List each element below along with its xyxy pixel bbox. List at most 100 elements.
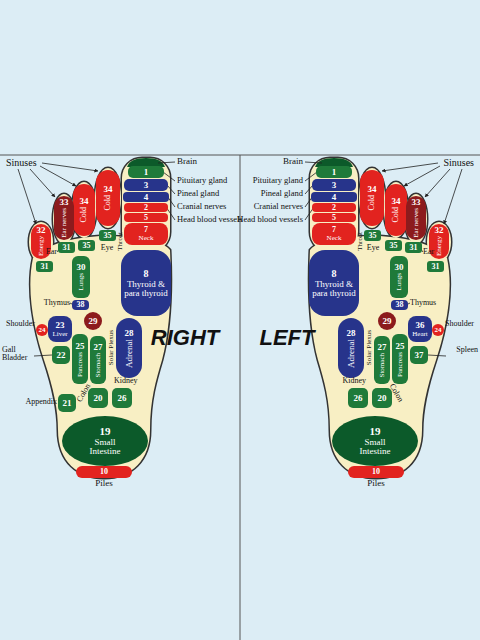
zone-fill	[391, 300, 408, 310]
reflex-zone: 36Heart	[408, 316, 432, 342]
reflex-zone: 10	[348, 466, 404, 478]
organ-label: Ear	[423, 248, 434, 256]
zone-number: 8	[144, 269, 149, 279]
zone-fill	[36, 261, 53, 272]
zone-fill	[316, 166, 352, 178]
zone-fill	[72, 300, 89, 310]
zone-number: 31	[63, 244, 71, 252]
organ-label: Shoulder	[6, 320, 35, 328]
zone-fill	[76, 466, 132, 478]
zone-number: 27	[94, 343, 103, 352]
organ-label: Kidney	[114, 377, 138, 385]
organ-label: Brain	[177, 157, 197, 166]
organ-label: Brain	[283, 157, 303, 166]
zone-name: Cold	[368, 195, 376, 211]
reflex-zone: 27Stomach	[374, 336, 390, 384]
zone-fill	[390, 256, 408, 298]
zone-content: 37	[410, 346, 428, 364]
reflex-zone: 23Liver	[48, 316, 72, 342]
reflex-zone: 24	[432, 324, 444, 336]
zone-fill	[72, 256, 90, 298]
zone-fill	[73, 184, 95, 236]
zone-name: Cold	[104, 195, 112, 211]
reflex-zone: 2	[124, 203, 168, 212]
zone-fill	[99, 230, 116, 241]
reflex-zone: 33Ear nerves	[54, 196, 74, 240]
zone-content: 7Neck	[312, 223, 356, 245]
zone-fill	[348, 388, 368, 408]
organ-label: Solar Plexus	[366, 330, 373, 365]
zone-content: 34Cold	[73, 184, 95, 236]
reflex-zone: 4	[311, 192, 357, 202]
reflex-zone: 19Small Intestine	[62, 416, 148, 466]
zone-fill	[406, 196, 426, 240]
zone-fill	[96, 170, 120, 226]
zone-content: 25Pancreas	[72, 334, 88, 384]
zone-number: 8	[332, 269, 337, 279]
zone-number: 33	[412, 198, 421, 207]
zone-content: 26	[348, 388, 368, 408]
zone-number: 1	[332, 168, 337, 177]
zone-content: 35	[364, 230, 381, 241]
zone-number: 26	[354, 394, 363, 403]
zone-content: 3	[312, 179, 356, 191]
zone-content: 21	[58, 394, 76, 412]
zone-content: 31	[58, 242, 75, 253]
organ-label: Spleen	[446, 346, 478, 354]
zone-name: Pancreas	[77, 352, 84, 377]
zone-fill	[124, 179, 168, 191]
zone-content: 34Cold	[360, 170, 384, 226]
zone-fill	[88, 388, 108, 408]
zone-number: 4	[144, 193, 149, 202]
zone-name: Lungs	[78, 273, 85, 291]
reflex-zone: 31	[36, 261, 53, 272]
zone-number: 7	[332, 226, 336, 234]
reflex-zone: 3	[124, 179, 168, 191]
organ-label: Throat	[117, 232, 124, 251]
zone-content: 30Lungs	[390, 256, 408, 298]
zone-number: 30	[77, 263, 86, 272]
zone-fill	[312, 223, 356, 245]
zone-content: 8Thyroid & para thyroid	[121, 250, 171, 316]
zone-number: 35	[83, 242, 91, 250]
zone-number: 22	[57, 351, 66, 360]
foot-fill	[29, 158, 171, 478]
reflex-zone: 1	[316, 166, 352, 178]
reflex-zone: 30Lungs	[390, 256, 408, 298]
zone-content: 3	[124, 179, 168, 191]
zone-fill	[309, 250, 359, 316]
zone-fill	[90, 336, 106, 384]
zone-content: 25Pancreas	[392, 334, 408, 384]
zone-number: 26	[118, 394, 127, 403]
organ-label: Eye	[367, 244, 379, 252]
zone-fill	[360, 170, 384, 226]
zone-name: Cold	[80, 207, 88, 223]
zone-number: 34	[80, 197, 89, 206]
reflex-zone: 34Cold	[96, 170, 120, 226]
organ-label: Eye	[101, 244, 113, 252]
zone-name: Thyroid & para thyroid	[309, 280, 359, 298]
zone-number: 28	[347, 329, 356, 338]
zone-number: 27	[378, 343, 387, 352]
zone-number: 3	[144, 181, 149, 190]
reflex-zone: 4	[123, 192, 169, 202]
zone-fill	[36, 324, 48, 336]
zone-fill	[112, 388, 132, 408]
zone-name: Small Intestine	[350, 438, 400, 456]
zone-fill	[312, 179, 356, 191]
zone-content: 7Neck	[124, 223, 168, 245]
zone-content: 4	[123, 192, 169, 202]
zone-number: 24	[39, 327, 46, 334]
organ-label: Sinuses	[443, 158, 474, 168]
organ-label: Shoulder	[445, 320, 474, 328]
zone-number: 28	[125, 329, 134, 338]
zone-fill	[427, 261, 444, 272]
reflex-zone: 5	[312, 213, 356, 222]
zone-fill	[58, 394, 76, 412]
zone-fill	[392, 334, 408, 384]
organ-label: Throat	[357, 232, 364, 251]
zone-number: 37	[415, 351, 424, 360]
organ-label: Appendix	[25, 398, 57, 406]
zone-content: 19Small Intestine	[62, 416, 148, 466]
